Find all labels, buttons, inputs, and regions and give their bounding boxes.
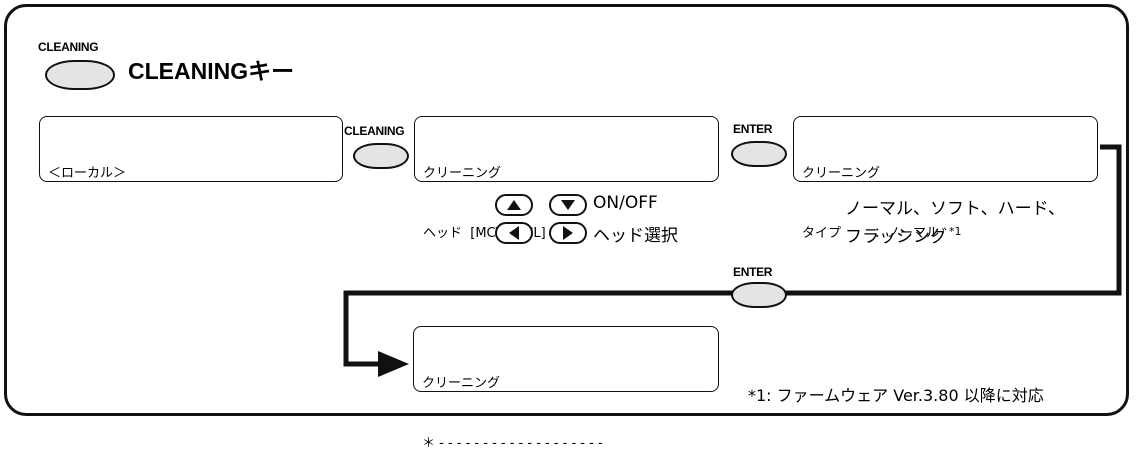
lcd-type-select: クリーニング タイプ ：ノーマル [793,116,1098,241]
type-options-line2: フラッシング*1 [845,222,962,247]
lcd-head-line1: クリーニング [423,166,502,181]
enter-key-caption-2: ENTER [733,265,773,279]
down-key[interactable] [549,194,587,216]
enter-key-2[interactable] [731,282,787,308]
lcd-head-select: クリーニング ヘッド [MCYKWCL] [414,116,719,241]
cleaning-key-caption: CLEANING [344,124,405,138]
right-key[interactable] [549,222,587,244]
flow-arrowhead [378,351,409,377]
updown-label: ON/OFF [593,193,658,213]
lcd-progress: クリーニング ＊ - - - - - - - - - - - - - - - -… [413,326,719,451]
up-key[interactable] [495,194,533,216]
flow-line-down [343,290,733,367]
type-options-note-ref: *1 [949,225,962,239]
flow-line-return [783,144,1122,296]
type-options-flushing: フラッシング [845,227,947,247]
right-triangle-icon [563,226,573,240]
outer-frame [4,4,1129,416]
flow-lines [343,144,1122,377]
lcd-type-line2: タイプ ：ノーマル [802,226,940,241]
down-triangle-icon [561,200,575,210]
cleaning-key-icon [45,60,115,90]
type-options-line1: ノーマル、ソフト、ハード、 [845,199,1065,219]
lcd-type-line1: クリーニング [802,166,881,181]
left-triangle-icon [509,226,519,240]
page-title: CLEANINGキー [128,58,295,84]
cleaning-key[interactable] [353,143,409,169]
up-triangle-icon [507,200,521,210]
footnote: *1: ファームウェア Ver.3.80 以降に対応 [748,386,1044,405]
enter-key-caption-1: ENTER [733,122,773,136]
lcd-progress-line2: ＊ - - - - - - - - - - - - - - - - - - - [422,436,603,451]
lcd-local: ＜ローカル＞ [39,116,343,182]
left-key[interactable] [495,222,533,244]
enter-key-1[interactable] [731,141,787,167]
title-key-caption: CLEANING [38,40,99,54]
leftright-label: ヘッド選択 [593,226,678,246]
lcd-local-line1: ＜ローカル＞ [48,166,127,181]
lcd-progress-line1: クリーニング [422,376,501,391]
